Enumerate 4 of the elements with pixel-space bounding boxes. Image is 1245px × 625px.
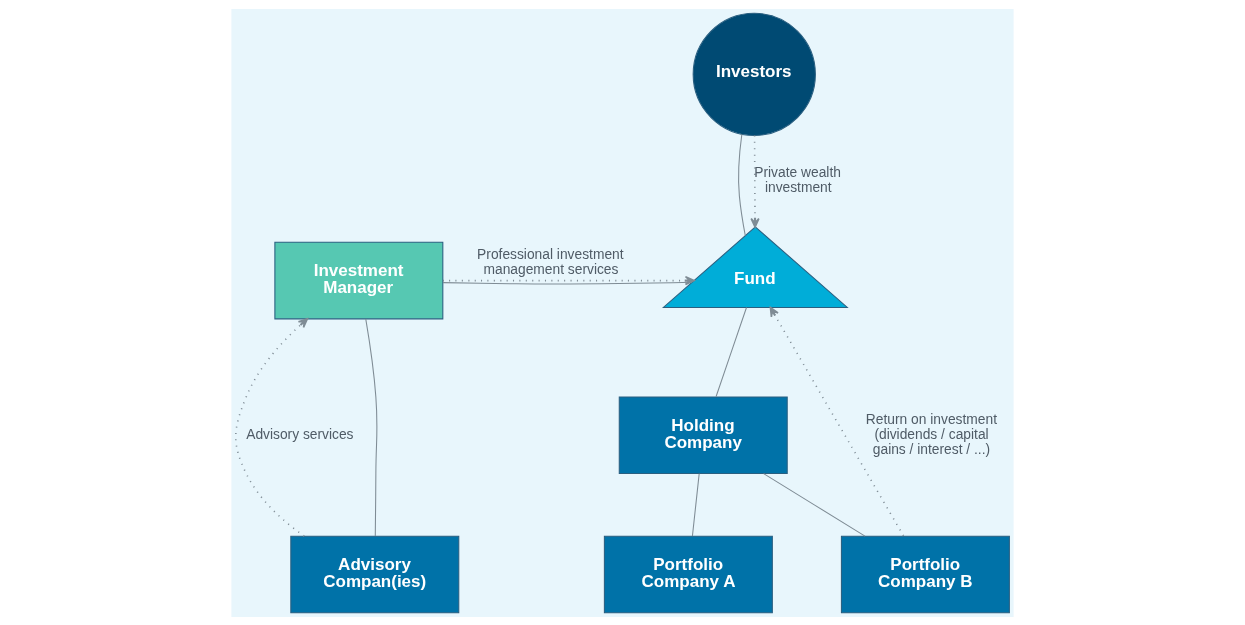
- edge-label: Private wealth investment: [754, 163, 841, 195]
- edge-label: Return on investment (dividends / capital gains / interest / ...): [865, 410, 998, 457]
- edge-label: Advisory services: [246, 425, 354, 442]
- edge-label: Professional investment management services: [477, 245, 624, 277]
